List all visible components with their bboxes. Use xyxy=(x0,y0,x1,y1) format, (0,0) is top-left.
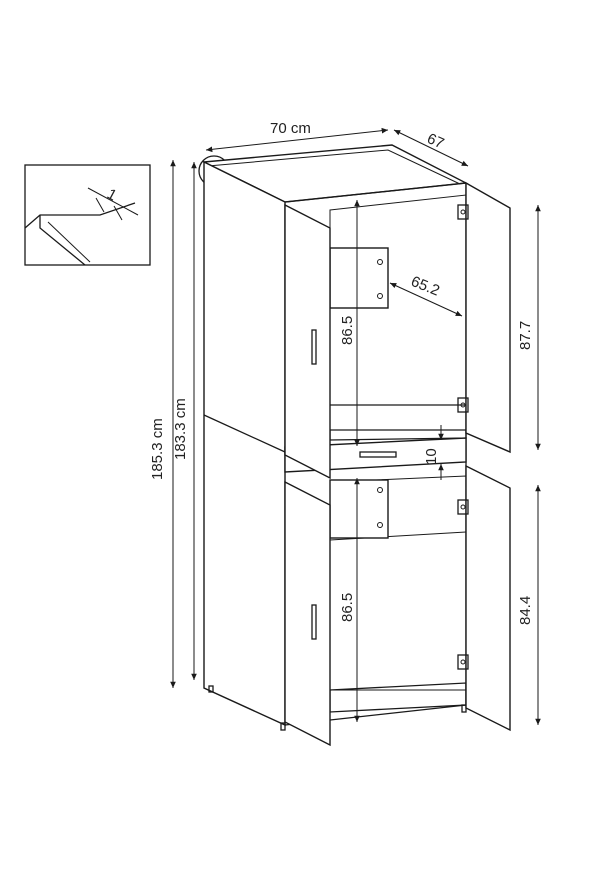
bottom-door-height-dimension: 84.4 xyxy=(517,485,541,725)
foot-left-back xyxy=(280,722,286,731)
depth-label: 67 xyxy=(424,130,446,152)
bottom-bracket-screw-1 xyxy=(377,487,383,493)
top-left-door-handle xyxy=(311,329,317,365)
depth-dimension: 67 xyxy=(393,129,469,167)
cabinet-top-edge xyxy=(207,149,461,185)
body-height-dimension: 183.3 cm xyxy=(172,162,197,680)
total-height-dimension: 185.3 cm xyxy=(149,160,176,688)
drawer-height-label: 10 xyxy=(423,448,440,465)
drawer-height-dimension: 10 xyxy=(423,425,444,480)
detail-dim-tick-b xyxy=(113,205,123,221)
detail-edge-top xyxy=(24,202,136,229)
width-dimension: 70 cm xyxy=(205,120,389,153)
bottom-hinge-lower xyxy=(457,654,469,670)
bottom-bracket-screw-2 xyxy=(377,522,383,528)
top-inner-height-label: 86.5 xyxy=(339,316,356,345)
detail-edge-label: 1 xyxy=(104,186,119,205)
edge-detail-inset: 1 xyxy=(24,164,151,266)
top-compartment xyxy=(284,181,511,480)
bottom-right-door xyxy=(465,464,511,732)
top-inner-width-label: 65.2 xyxy=(409,273,442,300)
top-hinge-lower xyxy=(457,397,469,413)
bottom-hinge-upper xyxy=(457,499,469,515)
top-inner-width-dimension: 65.2 xyxy=(389,273,463,317)
detail-edge-front xyxy=(39,215,86,266)
top-right-door xyxy=(465,181,511,454)
top-back-panel xyxy=(329,194,467,431)
detail-edge-inner xyxy=(47,221,91,263)
bottom-door-height-label: 84.4 xyxy=(517,596,534,625)
bottom-inner-height-label: 86.5 xyxy=(339,593,356,622)
detail-frame xyxy=(24,164,151,266)
detail-dim-line xyxy=(87,187,139,216)
bottom-left-door xyxy=(284,480,331,747)
cabinet-left-side xyxy=(203,160,286,727)
top-inner-height-dimension: 86.5 xyxy=(339,200,360,446)
drawer-handle xyxy=(359,451,397,458)
carcass-top-front xyxy=(284,182,467,203)
body-height-label: 183.3 cm xyxy=(172,398,189,460)
side-panel-joint xyxy=(203,414,286,453)
bottom-compartment xyxy=(284,464,511,747)
top-left-door xyxy=(284,203,331,480)
bottom-inner-height-dimension: 86.5 xyxy=(339,478,360,722)
bottom-wall-bracket xyxy=(329,479,389,539)
bracket-screw-1 xyxy=(377,259,383,265)
total-height-label: 185.3 cm xyxy=(149,418,166,480)
bracket-screw-2 xyxy=(377,293,383,299)
cabinet-body xyxy=(201,144,469,731)
bottom-left-door-handle xyxy=(311,604,317,640)
top-door-height-label: 87.7 xyxy=(517,321,534,350)
top-hinge-upper xyxy=(457,204,469,220)
detail-dim-tick-a xyxy=(95,197,105,213)
foot-left-front xyxy=(208,685,214,693)
top-wall-bracket xyxy=(329,247,389,309)
width-label: 70 cm xyxy=(270,120,311,137)
top-door-height-dimension: 87.7 xyxy=(517,205,541,450)
